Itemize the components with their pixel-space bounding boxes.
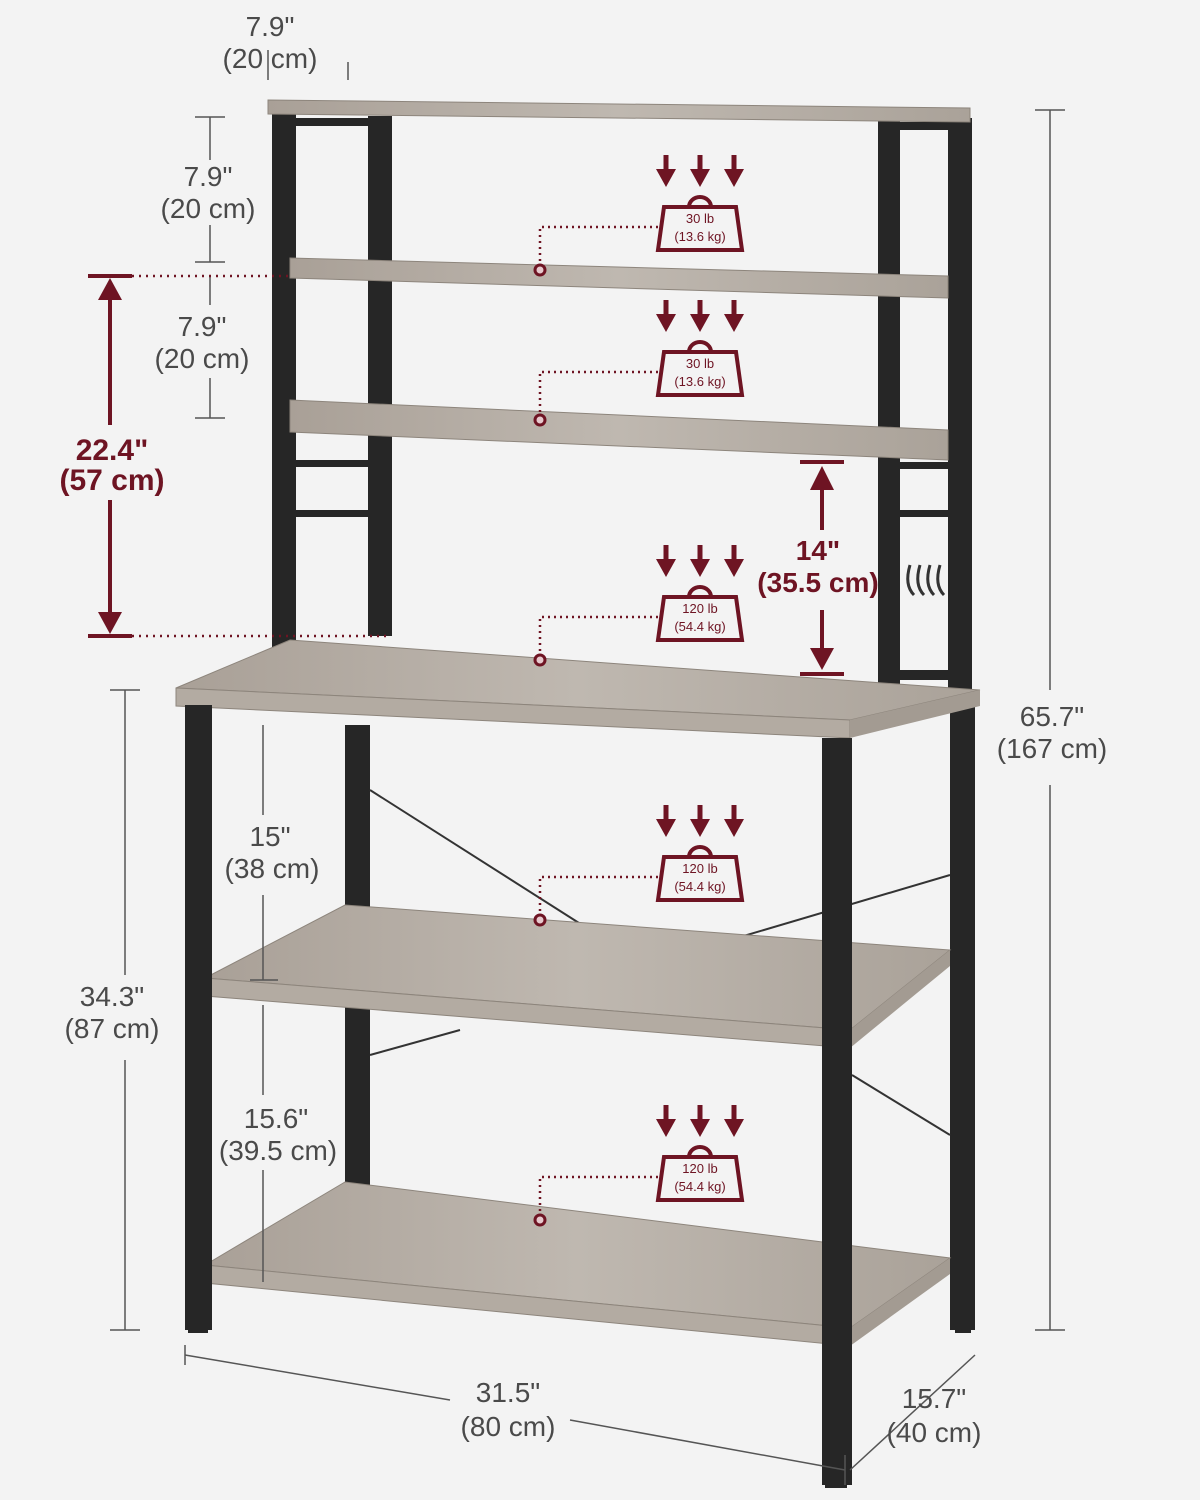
down-arrow-icon — [656, 1105, 676, 1137]
load-lb: 120 lb — [682, 601, 717, 616]
weight-icon — [655, 195, 745, 252]
svg-text:(20 cm): (20 cm) — [223, 43, 318, 74]
leader-line — [538, 615, 658, 654]
svg-text:7.9": 7.9" — [184, 161, 233, 192]
svg-text:(20 cm): (20 cm) — [155, 343, 250, 374]
svg-text:7.9": 7.9" — [246, 11, 295, 42]
down-arrow-icon — [690, 300, 710, 332]
anchor-dot — [533, 413, 547, 427]
dim-worktop-clearance: 14"(35.5 cm) — [757, 535, 878, 598]
svg-text:(40 cm): (40 cm) — [887, 1417, 982, 1448]
svg-text:15.6": 15.6" — [244, 1103, 308, 1134]
down-arrow-icon — [724, 155, 744, 187]
dim-total-height: 65.7"(167 cm) — [997, 701, 1107, 764]
svg-text:(20 cm): (20 cm) — [161, 193, 256, 224]
down-arrow-icon — [656, 155, 676, 187]
svg-text:15.7": 15.7" — [902, 1383, 966, 1414]
load-capacity-badge: 120 lb (54.4 kg) — [533, 1105, 745, 1227]
load-kg: (13.6 kg) — [674, 229, 725, 244]
svg-text:15": 15" — [249, 821, 290, 852]
leader-line — [538, 370, 658, 414]
down-arrow-icon — [656, 545, 676, 577]
down-arrow-icon — [690, 155, 710, 187]
svg-text:31.5": 31.5" — [476, 1377, 540, 1408]
svg-text:22.4": 22.4" — [76, 434, 149, 467]
s-hooks — [906, 564, 946, 597]
load-kg: (54.4 kg) — [674, 619, 725, 634]
dim-base-height: 34.3"(87 cm) — [65, 981, 160, 1044]
svg-text:(38 cm): (38 cm) — [225, 853, 320, 884]
dim-hutch-height: 22.4"(57 cm) — [59, 434, 164, 497]
top-shelf — [267, 99, 971, 123]
dimension-lines — [110, 50, 1065, 1485]
dim-depth: 15.7"(40 cm) — [887, 1383, 982, 1448]
frame — [272, 114, 972, 716]
load-capacity-badge: 120 lb (54.4 kg) — [533, 805, 745, 927]
leader-line — [538, 225, 658, 264]
highlight-dimension-lines — [88, 274, 844, 676]
down-arrow-icon — [724, 300, 744, 332]
down-arrow-icon — [724, 1105, 744, 1137]
svg-text:(39.5 cm): (39.5 cm) — [219, 1135, 337, 1166]
down-arrow-icon — [690, 1105, 710, 1137]
load-capacity-badge: 120 lb (54.4 kg) — [533, 545, 745, 667]
hutch-shelf-3 — [289, 399, 949, 461]
hutch-shelf-2 — [289, 257, 949, 299]
svg-text:65.7": 65.7" — [1020, 701, 1084, 732]
load-kg: (54.4 kg) — [674, 879, 725, 894]
load-capacity-badge: 30 lb (13.6 kg) — [533, 155, 745, 277]
svg-text:(87 cm): (87 cm) — [65, 1013, 160, 1044]
down-arrow-icon — [724, 805, 744, 837]
dim-width: 31.5"(80 cm) — [461, 1377, 556, 1442]
dim-hutch-gap-2: 7.9"(20 cm) — [155, 311, 250, 374]
dim-hutch-gap-1: 7.9"(20 cm) — [161, 161, 256, 224]
load-kg: (13.6 kg) — [674, 374, 725, 389]
anchor-dot — [533, 913, 547, 927]
dim-base-gap-2: 15.6"(39.5 cm) — [219, 1103, 337, 1166]
anchor-dot — [533, 1213, 547, 1227]
svg-text:(35.5 cm): (35.5 cm) — [757, 567, 878, 598]
load-kg: (54.4 kg) — [674, 1179, 725, 1194]
svg-text:7.9": 7.9" — [178, 311, 227, 342]
dim-base-gap-1: 15"(38 cm) — [225, 821, 320, 884]
dotted-guides — [132, 274, 390, 638]
weight-icon — [655, 585, 745, 642]
load-lb: 30 lb — [686, 211, 714, 226]
down-arrow-icon — [724, 545, 744, 577]
weight-icon — [655, 845, 745, 902]
svg-text:(80 cm): (80 cm) — [461, 1411, 556, 1442]
base-frame — [185, 700, 975, 1488]
down-arrow-icon — [656, 805, 676, 837]
down-arrow-icon — [690, 545, 710, 577]
svg-text:14": 14" — [796, 535, 840, 566]
load-lb: 120 lb — [682, 861, 717, 876]
down-arrow-icon — [690, 805, 710, 837]
load-lb: 30 lb — [686, 356, 714, 371]
anchor-dot — [533, 653, 547, 667]
svg-text:(167 cm): (167 cm) — [997, 733, 1107, 764]
load-lb: 120 lb — [682, 1161, 717, 1176]
load-capacity-badge: 30 lb (13.6 kg) — [533, 300, 745, 427]
anchor-dot — [533, 263, 547, 277]
weight-icon — [655, 340, 745, 397]
down-arrow-icon — [656, 300, 676, 332]
weight-icon — [655, 1145, 745, 1202]
dim-top-depth: 7.9"(20 cm) — [223, 11, 318, 74]
svg-text:(57 cm): (57 cm) — [59, 464, 164, 497]
svg-text:34.3": 34.3" — [80, 981, 144, 1012]
